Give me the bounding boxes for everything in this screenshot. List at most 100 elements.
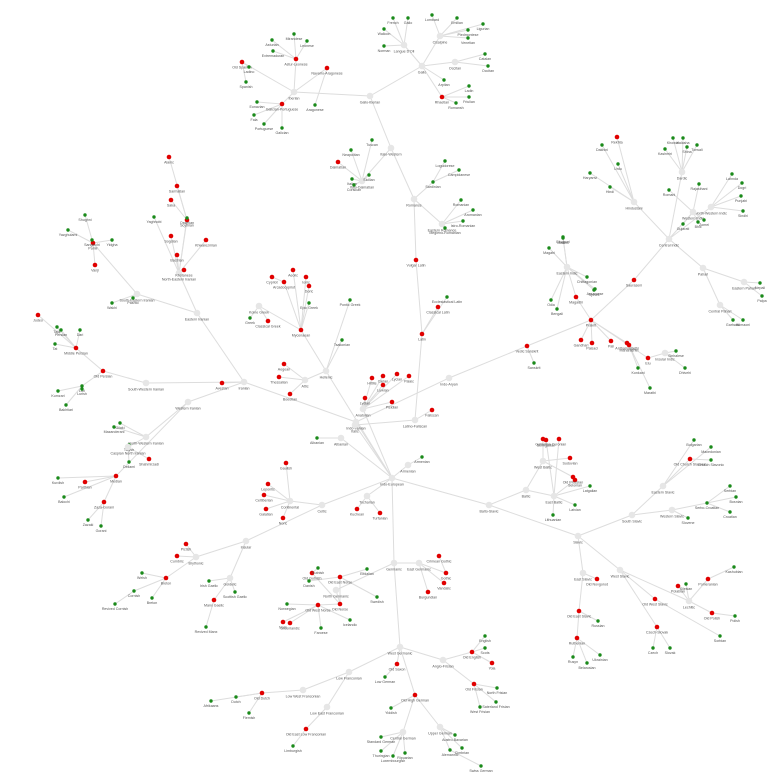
node-english[interactable]: English: [479, 634, 491, 643]
node-slovak[interactable]: Slovak: [665, 646, 676, 655]
node-dot-extinct[interactable]: [608, 338, 614, 344]
node-dot-group[interactable]: [387, 144, 395, 152]
node-baltic[interactable]: Baltic: [522, 486, 531, 499]
node-palaic[interactable]: Palaic: [404, 373, 414, 384]
node-goidelic[interactable]: Goidelic: [224, 574, 237, 587]
node-yaghnobi[interactable]: Yaghnobi: [147, 215, 162, 224]
node-burgundian[interactable]: Burgundian: [419, 589, 437, 600]
node-dot-extinct[interactable]: [654, 624, 660, 630]
node-slavic[interactable]: Slavic: [573, 532, 583, 545]
node-old_frisian[interactable]: Old Frisian: [465, 681, 483, 692]
node-dot-extinct[interactable]: [239, 59, 245, 65]
node-pali[interactable]: Pali: [608, 338, 614, 349]
node-dot-group[interactable]: [242, 537, 250, 545]
node-dot-extinct[interactable]: [413, 257, 419, 263]
node-dot-living[interactable]: [697, 182, 701, 186]
node-dot-living[interactable]: [741, 318, 745, 322]
node-dot-living[interactable]: [185, 216, 189, 220]
node-gilaki[interactable]: Gilaki: [116, 421, 125, 430]
node-dot-extinct[interactable]: [183, 541, 189, 547]
node-dot-group[interactable]: [445, 374, 453, 382]
node-saterland_frisian[interactable]: Saterland Frisian: [482, 700, 510, 709]
node-aromanian[interactable]: Aromanian: [464, 208, 482, 217]
node-sarmatian[interactable]: Sarmatian: [169, 183, 185, 194]
node-dot-group[interactable]: [399, 728, 407, 736]
node-dot-living[interactable]: [730, 172, 734, 176]
node-dot-group[interactable]: [322, 367, 330, 375]
node-ruthenian[interactable]: Ruthenian: [569, 635, 585, 646]
node-dot-extinct[interactable]: [645, 355, 651, 361]
node-dot-living[interactable]: [732, 565, 736, 569]
node-dot-living[interactable]: [291, 744, 295, 748]
node-dot-extinct[interactable]: [73, 345, 79, 351]
node-dot-living[interactable]: [270, 38, 274, 42]
node-occitano[interactable]: Occitan: [449, 58, 461, 71]
node-dot-group[interactable]: [226, 574, 234, 582]
node-dot-group[interactable]: [142, 379, 150, 387]
node-e_pahari[interactable]: Eastern Pahari: [732, 278, 756, 291]
node-dot-living[interactable]: [740, 181, 744, 185]
node-eastern_romance[interactable]: Eastern Romance: [428, 220, 457, 233]
node-low_east_franconian[interactable]: Low East Franconian: [310, 703, 344, 716]
node-dot-living[interactable]: [285, 602, 289, 606]
node-dot-extinct[interactable]: [380, 373, 386, 379]
node-dot-extinct[interactable]: [281, 279, 287, 285]
node-cypriot[interactable]: Cypriot: [266, 274, 278, 285]
node-zomei[interactable]: Zomei: [699, 218, 709, 227]
node-indoaryan[interactable]: Indo-Aryan: [440, 374, 458, 387]
node-dot-extinct[interactable]: [281, 361, 287, 367]
node-lepontic[interactable]: Lepontic: [261, 481, 275, 492]
node-revived_manx[interactable]: Revived Manx: [195, 625, 218, 634]
node-dot-extinct[interactable]: [441, 580, 447, 586]
node-aeolic[interactable]: Aeolic: [288, 267, 298, 278]
node-dot-living[interactable]: [382, 27, 386, 31]
node-galician[interactable]: Galician: [276, 126, 289, 135]
node-faliscan[interactable]: Faliscan: [425, 407, 439, 418]
node-dot-extinct[interactable]: [337, 574, 343, 580]
node-north_frisian[interactable]: North Frisian: [487, 686, 508, 695]
node-haryanvi[interactable]: Haryanvi: [583, 171, 597, 180]
node-dot-living[interactable]: [684, 582, 688, 586]
node-dot-living[interactable]: [78, 328, 82, 332]
node-vulgar_latin[interactable]: Vulgar Latin: [406, 257, 426, 268]
node-judeo[interactable]: Judeo: [33, 312, 43, 323]
node-khotanese[interactable]: Khotanese: [175, 267, 193, 278]
node-dot-extinct[interactable]: [113, 473, 119, 479]
node-doric[interactable]: Doric: [305, 283, 314, 294]
node-dot-group[interactable]: [689, 208, 697, 216]
node-dot-group[interactable]: [240, 378, 248, 386]
node-galindian[interactable]: Galindian: [535, 436, 551, 447]
node-dot-extinct[interactable]: [524, 343, 530, 349]
node-greenlandic[interactable]: Greenlandic: [280, 620, 300, 631]
node-dot-living[interactable]: [382, 44, 386, 48]
node-extremaduran[interactable]: Extremaduran: [262, 49, 285, 58]
node-dot-group[interactable]: [351, 421, 359, 429]
node-kalasha[interactable]: Kalasha: [677, 136, 690, 145]
node-noric[interactable]: Noric: [279, 515, 288, 526]
node-nw_iranian[interactable]: North-Western Iranian: [128, 433, 164, 446]
node-dot-group[interactable]: [404, 461, 412, 469]
node-dot-extinct[interactable]: [394, 371, 400, 377]
node-dot-living[interactable]: [391, 754, 395, 758]
node-armenian[interactable]: Armenian: [414, 455, 430, 464]
node-rajasthani[interactable]: Rajasthani: [691, 182, 708, 191]
node-dot-extinct[interactable]: [303, 726, 309, 732]
node-sardinian[interactable]: Sardinian: [425, 180, 441, 189]
node-standard_german[interactable]: Standard German: [367, 735, 396, 744]
node-elfdalian[interactable]: Elfdalian: [360, 567, 374, 576]
node-yola[interactable]: Yola: [489, 660, 496, 671]
node-arcadocypriot[interactable]: Arcadocypriot: [273, 279, 295, 290]
node-dot-living[interactable]: [56, 389, 60, 393]
node-dot-living[interactable]: [551, 513, 555, 517]
node-dot-living[interactable]: [467, 84, 471, 88]
node-swedish[interactable]: Swedish: [370, 595, 384, 604]
node-dot-extinct[interactable]: [436, 553, 442, 559]
node-old_persian[interactable]: Old Persian: [94, 368, 113, 379]
node-old_gutnish[interactable]: Old Gutnish: [303, 570, 322, 581]
node-dot-living[interactable]: [443, 159, 447, 163]
node-dot-group[interactable]: [192, 553, 200, 561]
node-dot-living[interactable]: [495, 686, 499, 690]
node-dot-group[interactable]: [685, 597, 693, 605]
node-dot-extinct[interactable]: [100, 368, 106, 374]
node-central_indic[interactable]: Central Indic: [659, 235, 679, 248]
